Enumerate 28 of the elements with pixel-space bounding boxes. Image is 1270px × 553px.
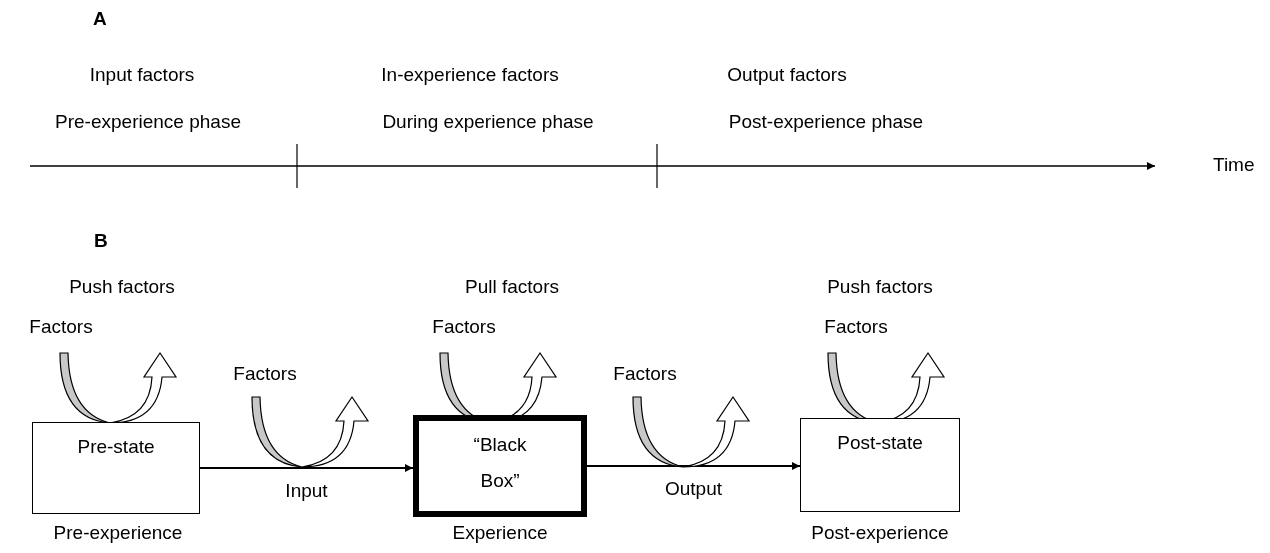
text-label: Factors (432, 316, 496, 338)
text-label: Post-experience phase (728, 111, 924, 133)
text-label: Factors (29, 316, 93, 338)
text-label: Push factors (827, 276, 933, 298)
box-label: Post-state (836, 431, 924, 455)
text-label: Pre-experience phase (55, 111, 241, 133)
box-label: “Black Box” (472, 433, 528, 493)
text-label: Output factors (727, 64, 847, 86)
text-label: Input factors (89, 64, 195, 86)
text-label: Pull factors (465, 276, 559, 298)
text-label: Factors (824, 316, 888, 338)
arrow (586, 462, 801, 470)
panel-letter: A (93, 8, 107, 30)
stage-caption: Pre-experience (53, 522, 183, 544)
stage-caption: Post-experience (811, 522, 949, 544)
text-label: Push factors (69, 276, 175, 298)
box-label: Pre-state (76, 435, 156, 459)
process-box (800, 418, 960, 512)
process-box (413, 415, 587, 517)
text-label: During experience phase (382, 111, 594, 133)
text-label: Factors (233, 363, 297, 385)
stage-caption: Experience (452, 522, 548, 544)
text-label: In-experience factors (381, 64, 559, 86)
text-label: Factors (613, 363, 677, 385)
process-box (32, 422, 200, 514)
arrow (199, 464, 414, 472)
text-label: Time (1213, 154, 1255, 176)
panel-letter: B (94, 230, 108, 252)
